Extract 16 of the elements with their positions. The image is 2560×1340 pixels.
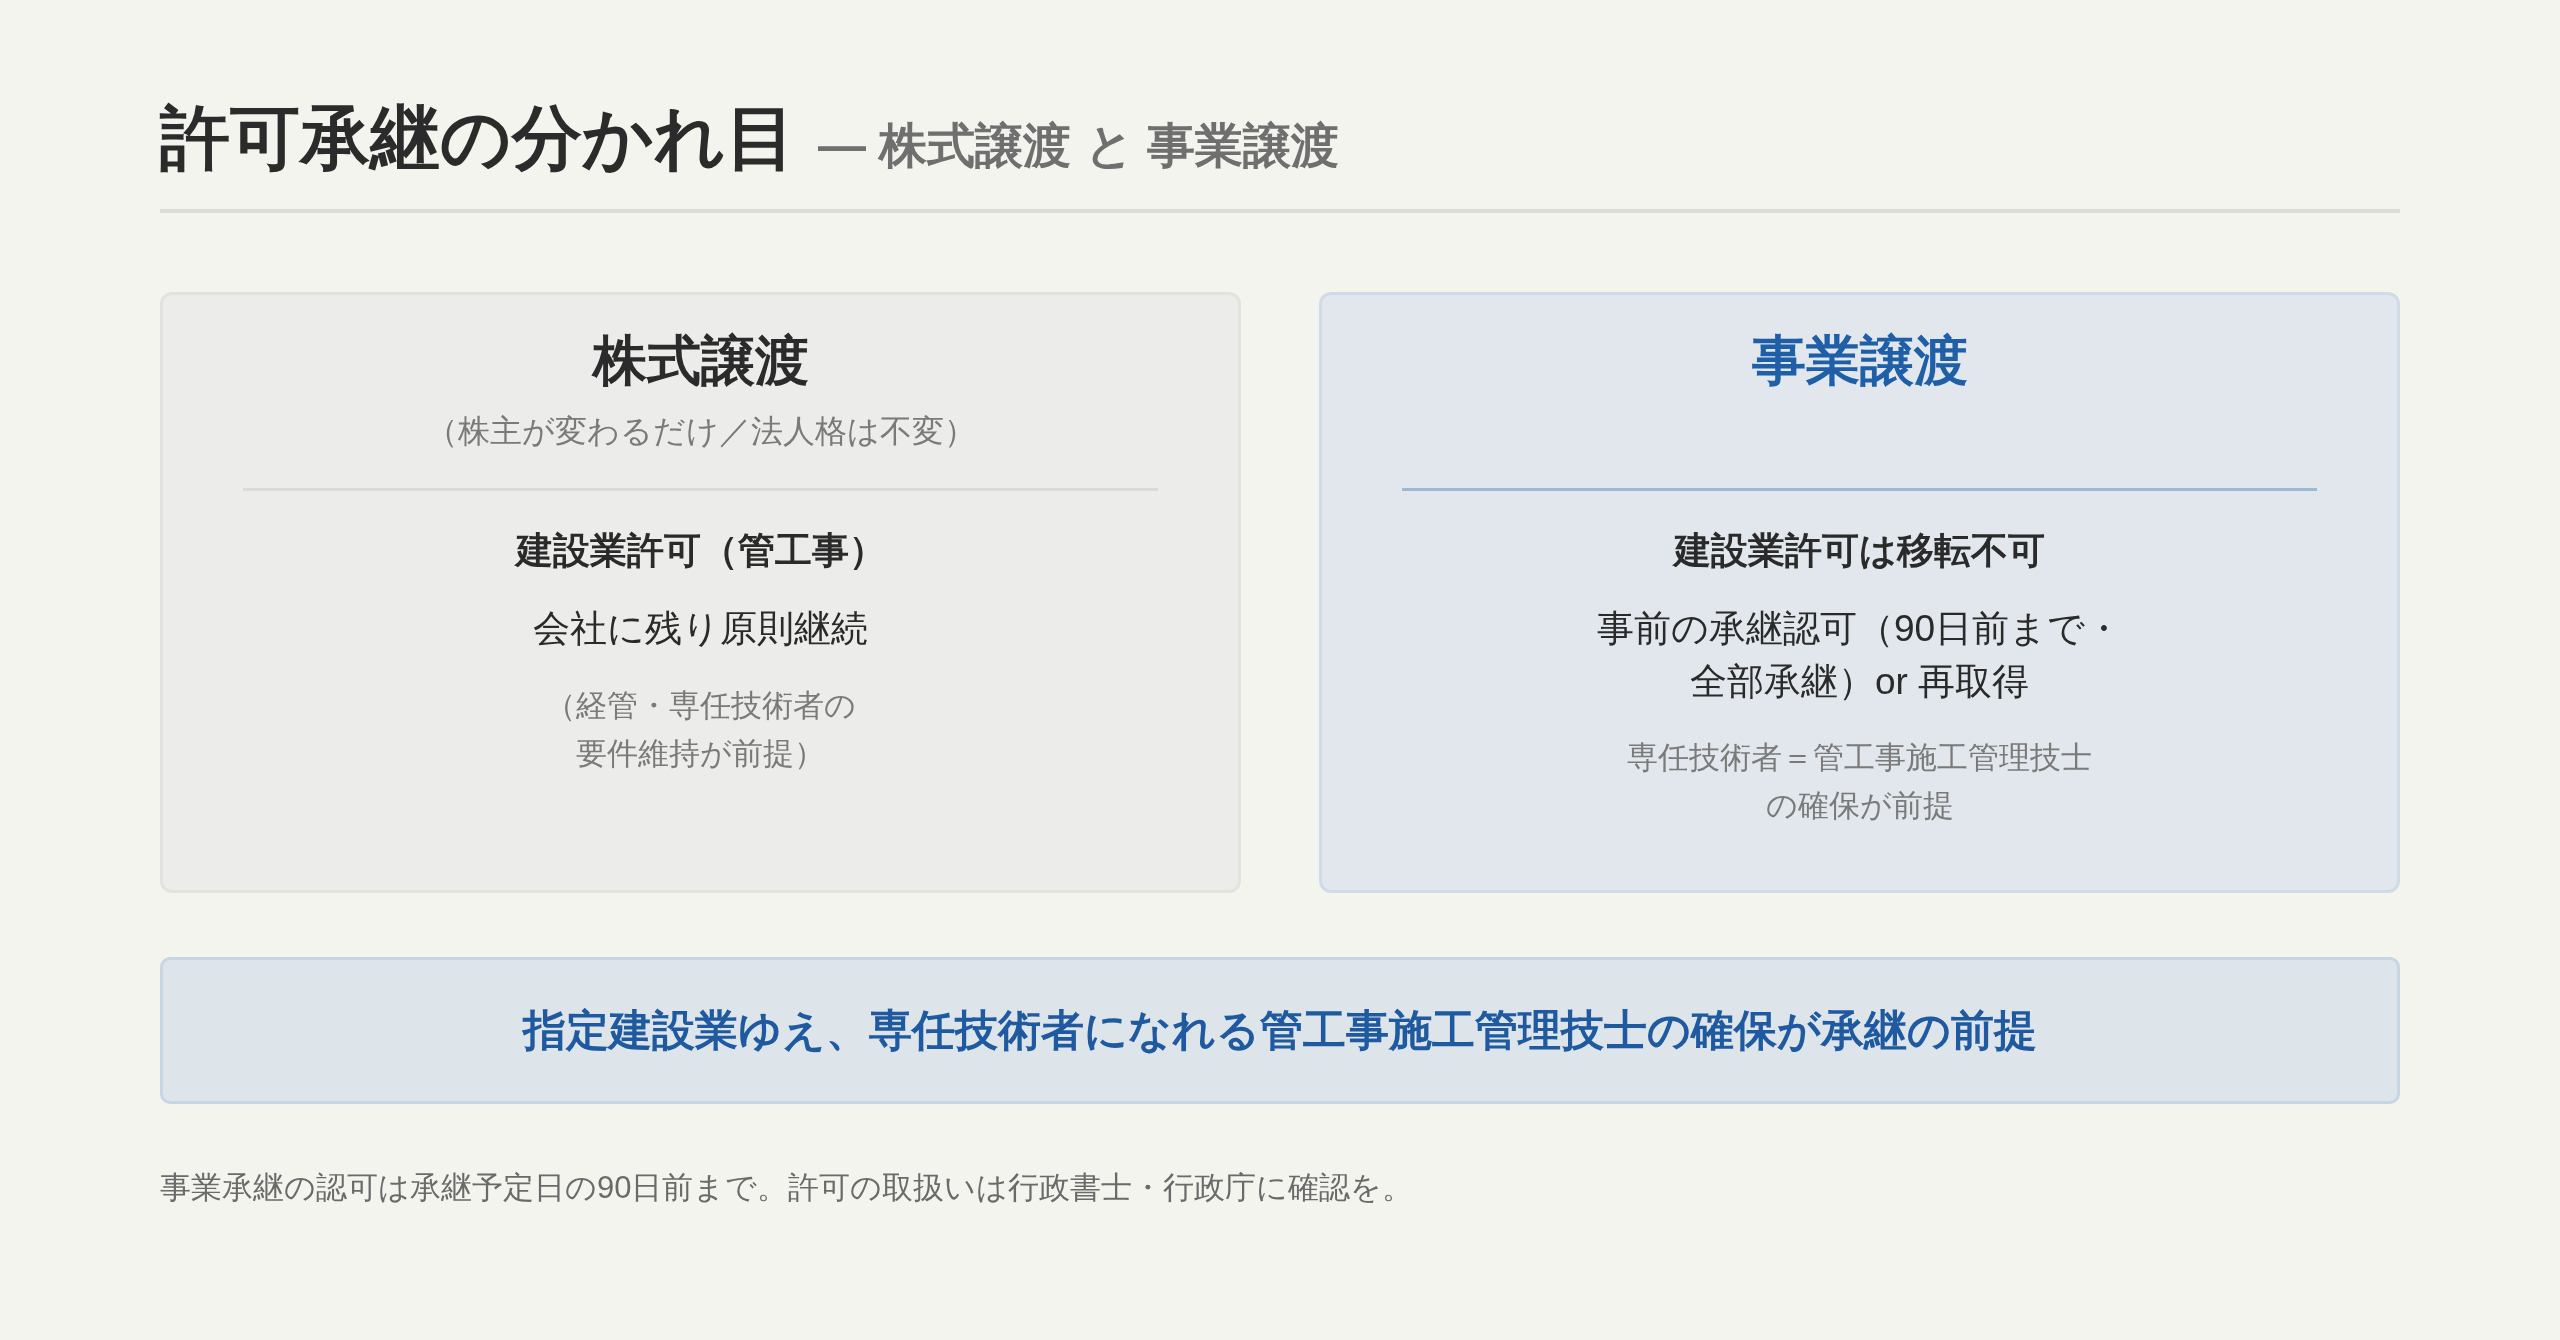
card-heading: 株式譲渡 xyxy=(592,329,809,392)
body-text: 会社に残り原則継続 xyxy=(532,607,869,652)
title-subtitle: — 株式譲渡 と 事業譲渡 xyxy=(818,118,1339,174)
body-text: 事前の承継認可（90日前まで・全部承継）or 再取得 xyxy=(1595,607,2124,704)
key-point: 建設業許可（管工事） xyxy=(513,529,887,573)
comparison-card xyxy=(160,292,1241,893)
card-heading: 事業譲渡 xyxy=(1751,329,1968,392)
note-text: （経管・専任技術者の要件維持が前提） xyxy=(544,686,857,773)
page-title: 許可承継の分かれ目 xyxy=(160,98,796,179)
key-point: 建設業許可は移転不可 xyxy=(1671,529,2046,573)
note-text: 専任技術者＝管工事施工管理技士の確保が前提 xyxy=(1626,739,2093,826)
banner-text: 指定建設業ゆえ、専任技術者になれる管工事施工管理技士の確保が承継の前提 xyxy=(523,1004,2037,1056)
summary-banner xyxy=(160,957,2400,1104)
comparison-card xyxy=(1319,292,2400,893)
footnote: 事業承継の認可は承継予定日の90日前まで。許可の取扱いは行政書士・行政庁に確認を。 xyxy=(160,1169,1414,1207)
card-subtitle: （株主が変わるだけ／法人格は不変） xyxy=(425,412,976,452)
